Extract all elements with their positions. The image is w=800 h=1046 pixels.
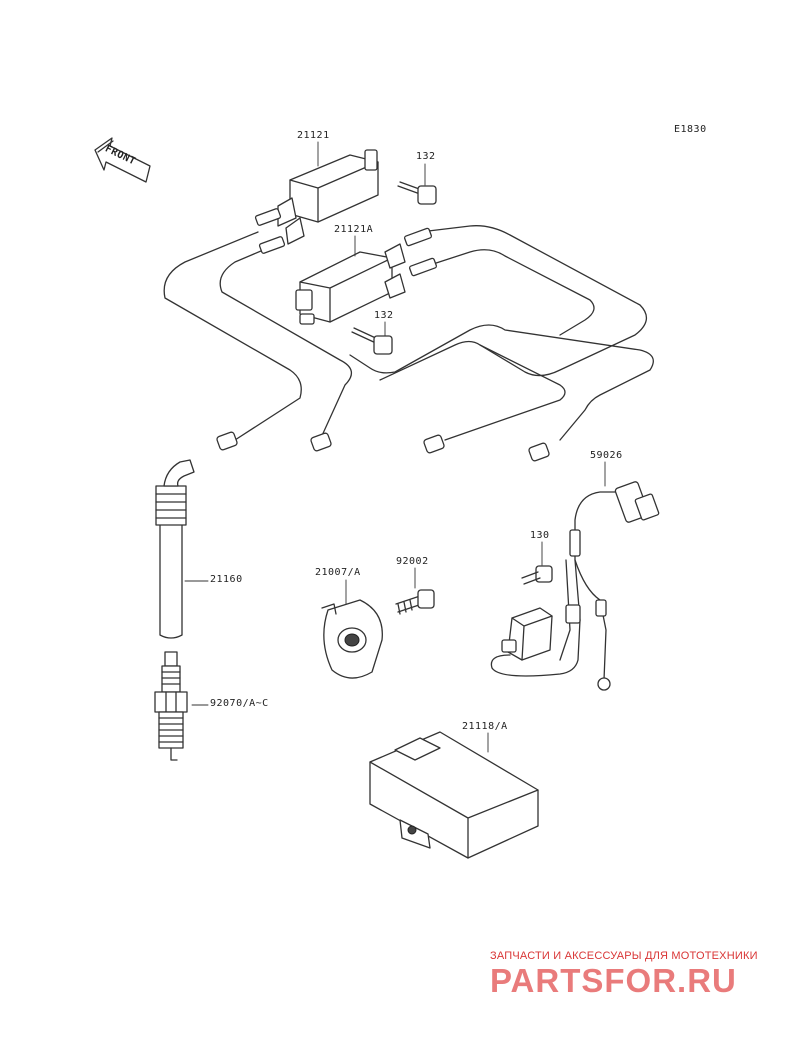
pickup-plate bbox=[321, 599, 383, 679]
part-label-21121a: 21121A bbox=[334, 224, 374, 235]
diagram-code: E1830 bbox=[674, 124, 707, 135]
lead-end-2 bbox=[310, 432, 332, 452]
lead-end-4 bbox=[528, 442, 550, 462]
part-label-132-upper: 132 bbox=[416, 151, 436, 162]
screw-92002 bbox=[395, 589, 435, 615]
ignition-coil-lower bbox=[295, 227, 438, 325]
part-label-21121: 21121 bbox=[297, 130, 330, 141]
lead-end-3 bbox=[423, 434, 445, 454]
high-tension-leads bbox=[163, 225, 654, 462]
lead-end-1 bbox=[216, 431, 238, 451]
front-arrow bbox=[94, 137, 151, 183]
part-label-59026: 59026 bbox=[590, 450, 623, 461]
pickup-sensor bbox=[490, 481, 660, 691]
spark-plug-cap bbox=[155, 459, 195, 639]
part-label-92002: 92002 bbox=[396, 556, 429, 567]
part-label-21160: 21160 bbox=[210, 574, 243, 585]
part-label-21007a: 21007/A bbox=[315, 567, 361, 578]
spark-plug bbox=[154, 651, 188, 761]
leader-lines bbox=[184, 141, 606, 753]
watermark-tagline: ЗАПЧАСТИ И АКСЕССУАРЫ ДЛЯ МОТОТЕХНИКИ bbox=[490, 950, 758, 962]
bolt-132-upper bbox=[397, 181, 437, 205]
bolt-132-lower bbox=[351, 327, 393, 355]
part-label-21118a: 21118/A bbox=[462, 721, 508, 732]
bolt-130 bbox=[521, 565, 553, 585]
ignition-coil-upper bbox=[254, 149, 379, 254]
part-label-130: 130 bbox=[530, 530, 550, 541]
part-label-92070: 92070/A~C bbox=[210, 698, 269, 709]
igniter-box bbox=[369, 731, 539, 859]
part-label-132-lower: 132 bbox=[374, 310, 394, 321]
watermark-brand: PARTSFOR.RU bbox=[490, 962, 737, 999]
